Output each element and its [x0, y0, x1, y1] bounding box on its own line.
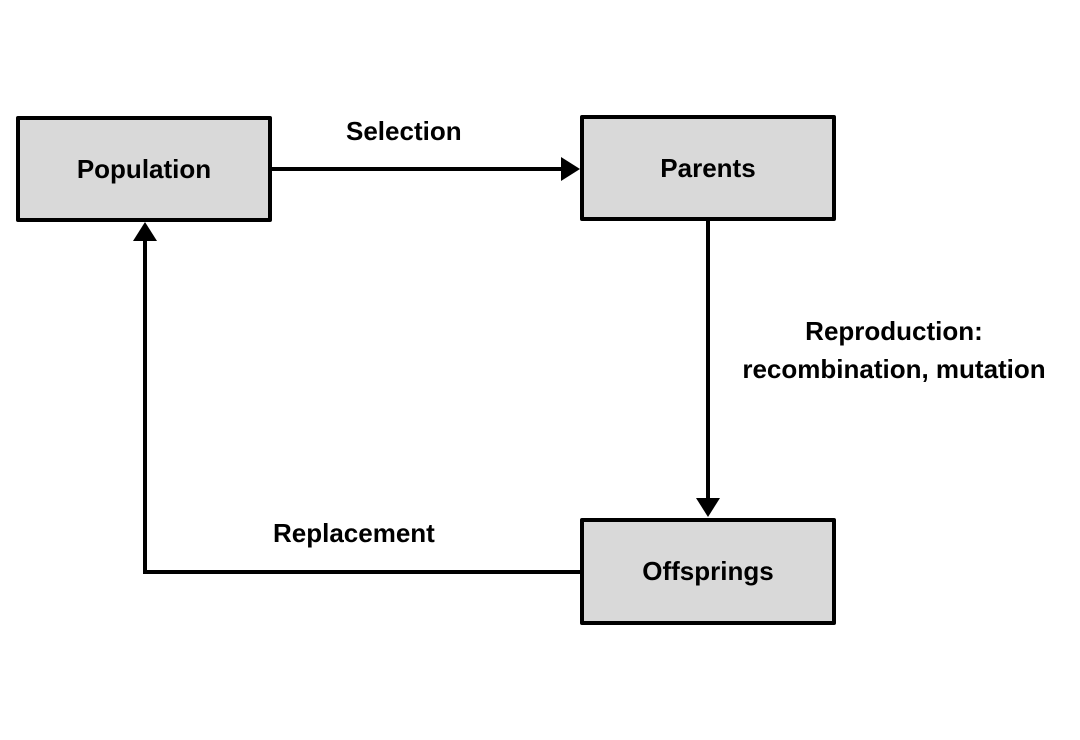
parents-label: Parents [660, 152, 756, 183]
reproduction-arrowhead [696, 498, 720, 517]
reproduction-label: Reproduction: recombination, mutation [722, 312, 1066, 388]
offsprings-label: Offsprings [642, 556, 774, 586]
population-label: Population [76, 153, 212, 184]
selection-arrowhead [561, 157, 580, 181]
replacement-label: Replacement [273, 518, 435, 548]
replacement-arrowhead [133, 222, 157, 241]
replacement-arrow-line [143, 240, 580, 574]
reproduction-label-line2: recombination, mutation [742, 354, 1046, 384]
reproduction-label-line1: Reproduction: [805, 316, 983, 346]
population-node: Population [16, 116, 272, 222]
selection-label: Selection [346, 116, 462, 146]
parents-node: Parents [580, 115, 836, 221]
offsprings-node: Offsprings [580, 518, 836, 625]
